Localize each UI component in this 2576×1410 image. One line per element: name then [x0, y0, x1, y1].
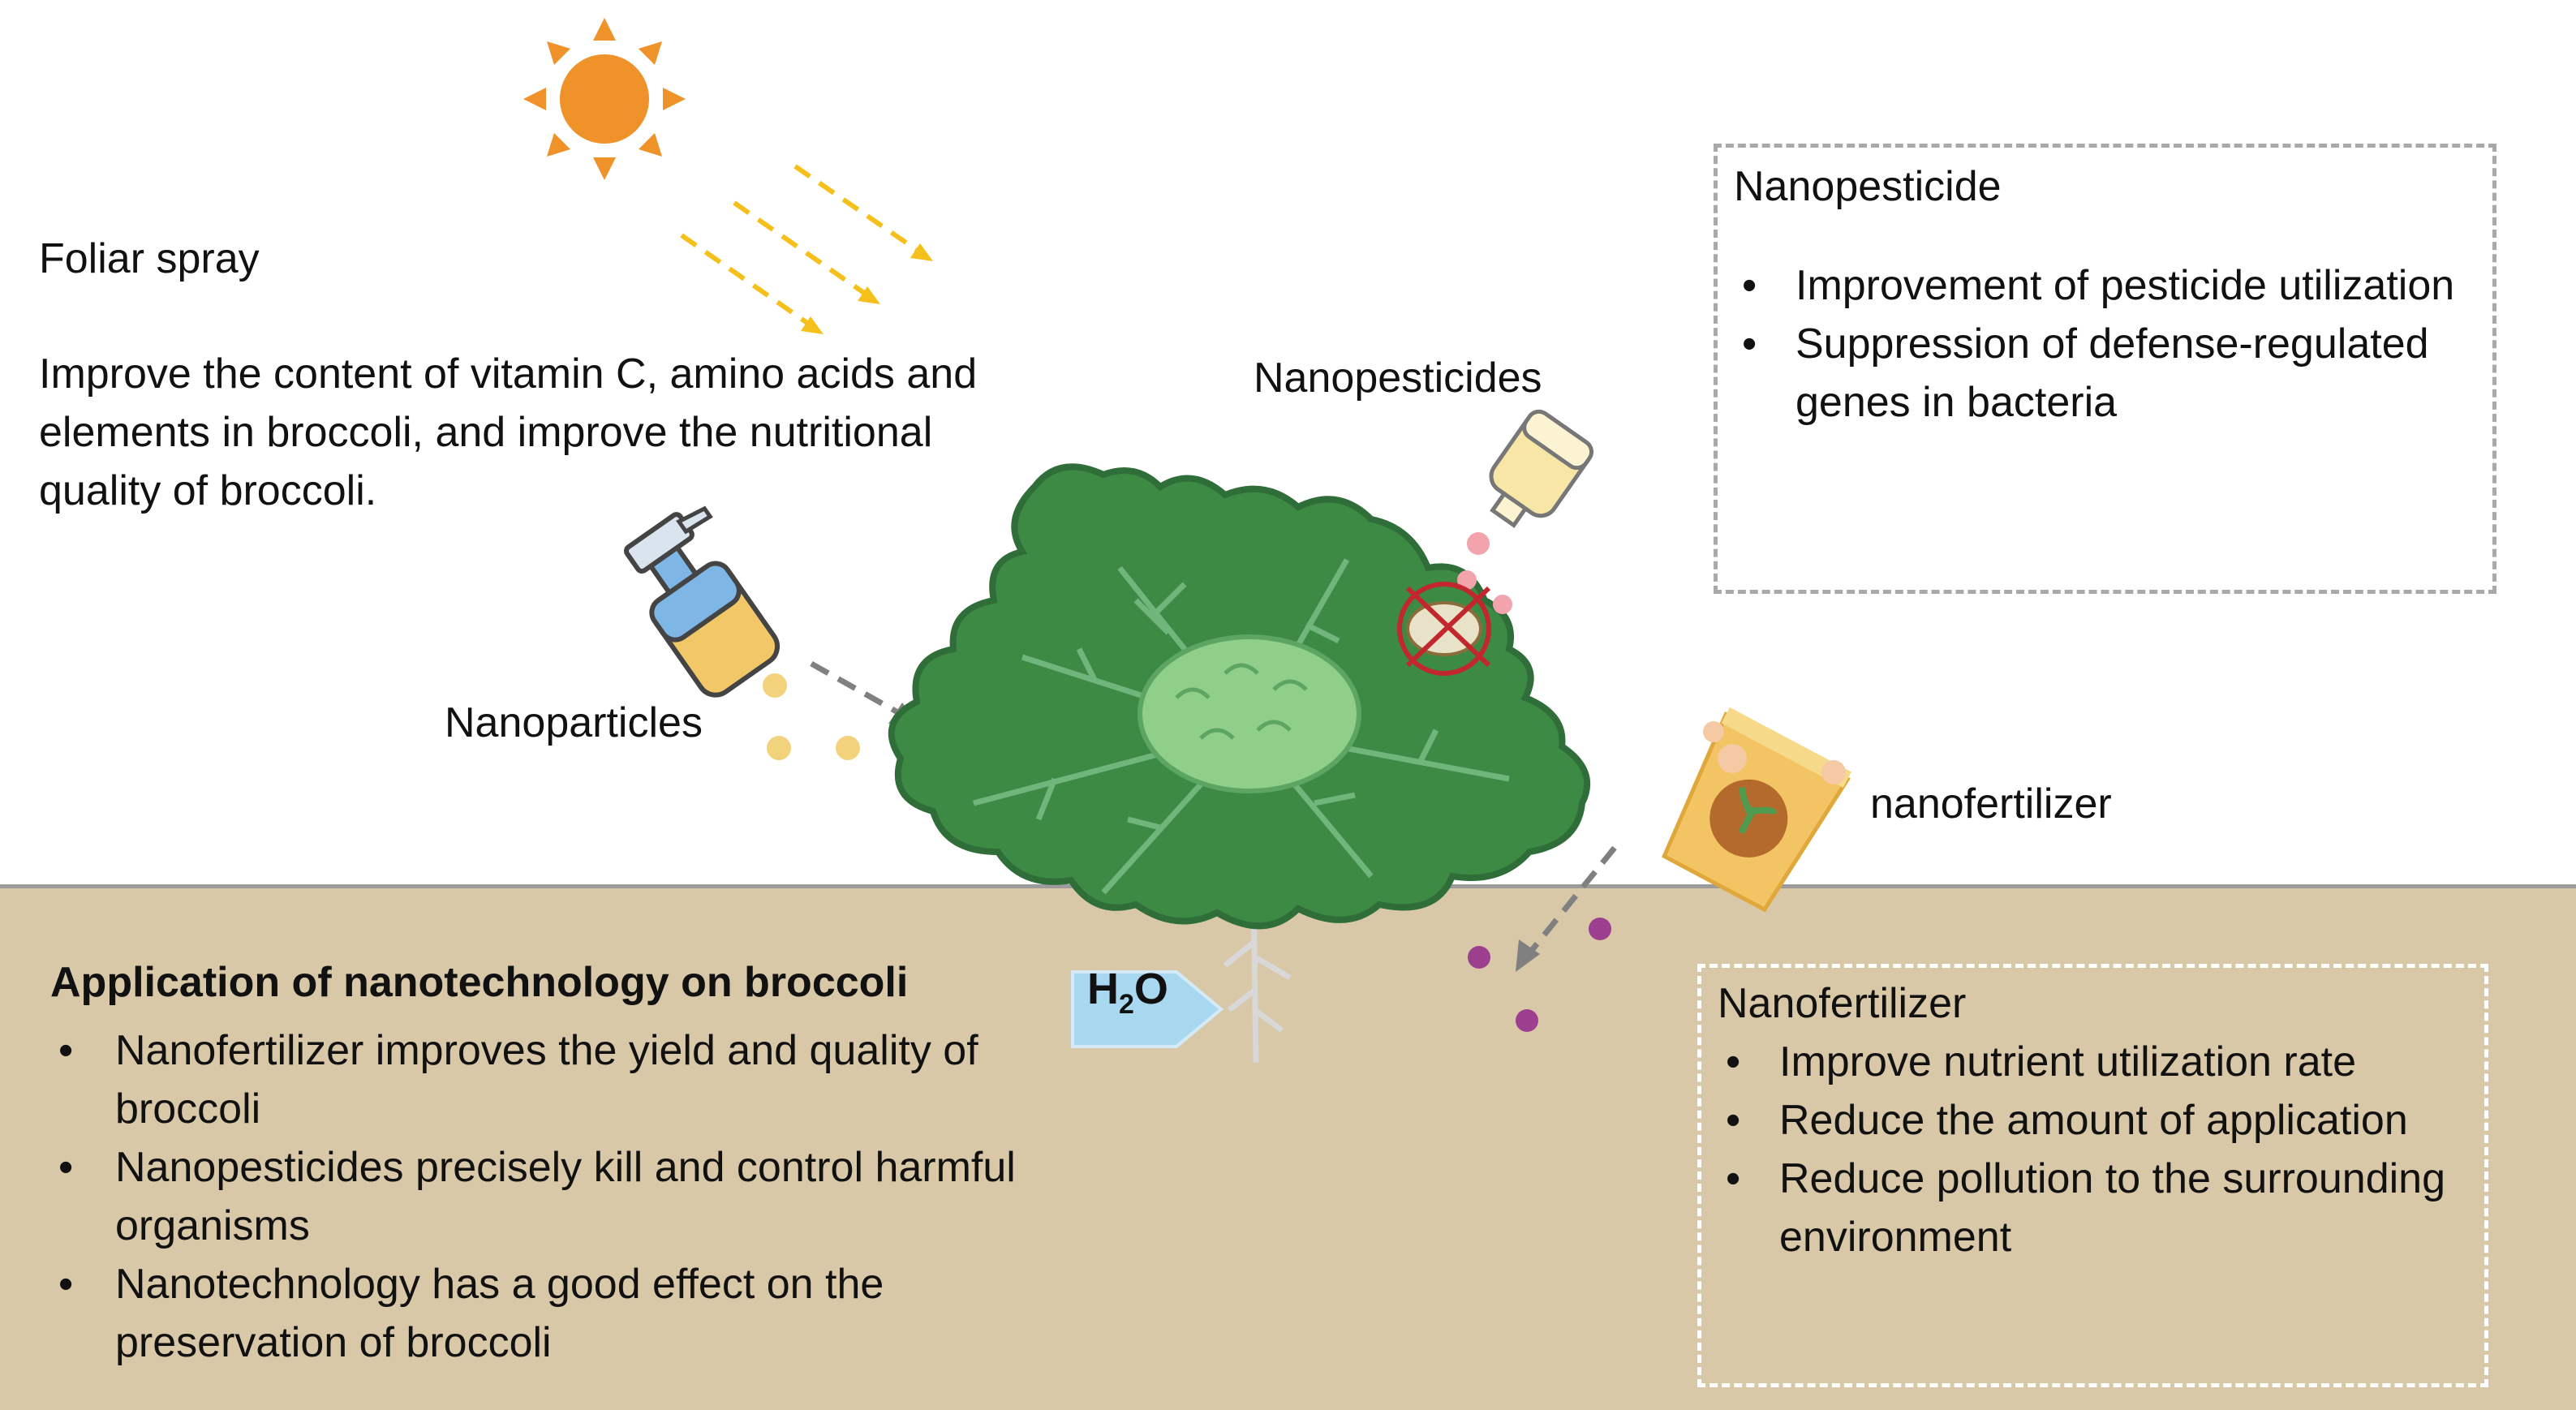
nanofertilizer-label: nanofertilizer	[1870, 780, 2112, 828]
nanoparticles-label: Nanoparticles	[445, 699, 703, 746]
fertilizer-arrow	[1516, 845, 1617, 972]
sunlight-arrowheads	[801, 243, 933, 334]
sunlight-arrows	[680, 164, 927, 331]
spray-bottle-icon	[623, 505, 781, 698]
sun-icon	[523, 18, 686, 180]
h2o-arrow	[1071, 970, 1224, 1048]
pesticide-bottle-icon	[1489, 409, 1594, 528]
pesticide-dots	[1457, 532, 1512, 614]
nanoparticle-dots	[763, 673, 860, 760]
crossed-out-pest-icon	[1397, 582, 1491, 676]
foliar-spray-description: Improve the content of vitamin C, amino …	[39, 350, 978, 514]
nanopesticide-box: Nanopesticide Improvement of pesticide u…	[1714, 144, 2496, 594]
list-item: Suppression of defense-regulated genes i…	[1734, 315, 2476, 432]
list-item: Reduce the amount of application	[1718, 1091, 2468, 1150]
list-item: Nanopesticides precisely kill and contro…	[50, 1138, 1073, 1255]
list-item: Improve nutrient utilization rate	[1718, 1033, 2468, 1091]
application-summary: Application of nanotechnology on broccol…	[50, 953, 1073, 1372]
foliar-spray-title: Foliar spray	[39, 235, 260, 282]
list-item: Nanotechnology has a good effect on the …	[50, 1255, 1073, 1372]
nanofertilizer-box: Nanofertilizer Improve nutrient utilizat…	[1697, 964, 2488, 1387]
nanopesticides-label: Nanopesticides	[1254, 355, 1542, 402]
list-item: Improvement of pesticide utilization	[1734, 256, 2476, 315]
list-item: Reduce pollution to the surrounding envi…	[1718, 1150, 2468, 1266]
application-title: Application of nanotechnology on broccol…	[50, 959, 909, 1006]
fertilizer-bag-icon	[1662, 707, 1851, 913]
nanofertilizer-box-title: Nanofertilizer	[1718, 980, 1967, 1027]
fertilizer-puff	[1703, 721, 1846, 785]
h2o-label: H2O	[1087, 965, 1168, 1020]
nanopesticide-box-title: Nanopesticide	[1734, 163, 2002, 210]
broccoli-plant-icon	[888, 463, 1591, 1064]
fertilizer-dots	[1468, 918, 1611, 1032]
list-item: Nanofertilizer improves the yield and qu…	[50, 1021, 1073, 1138]
